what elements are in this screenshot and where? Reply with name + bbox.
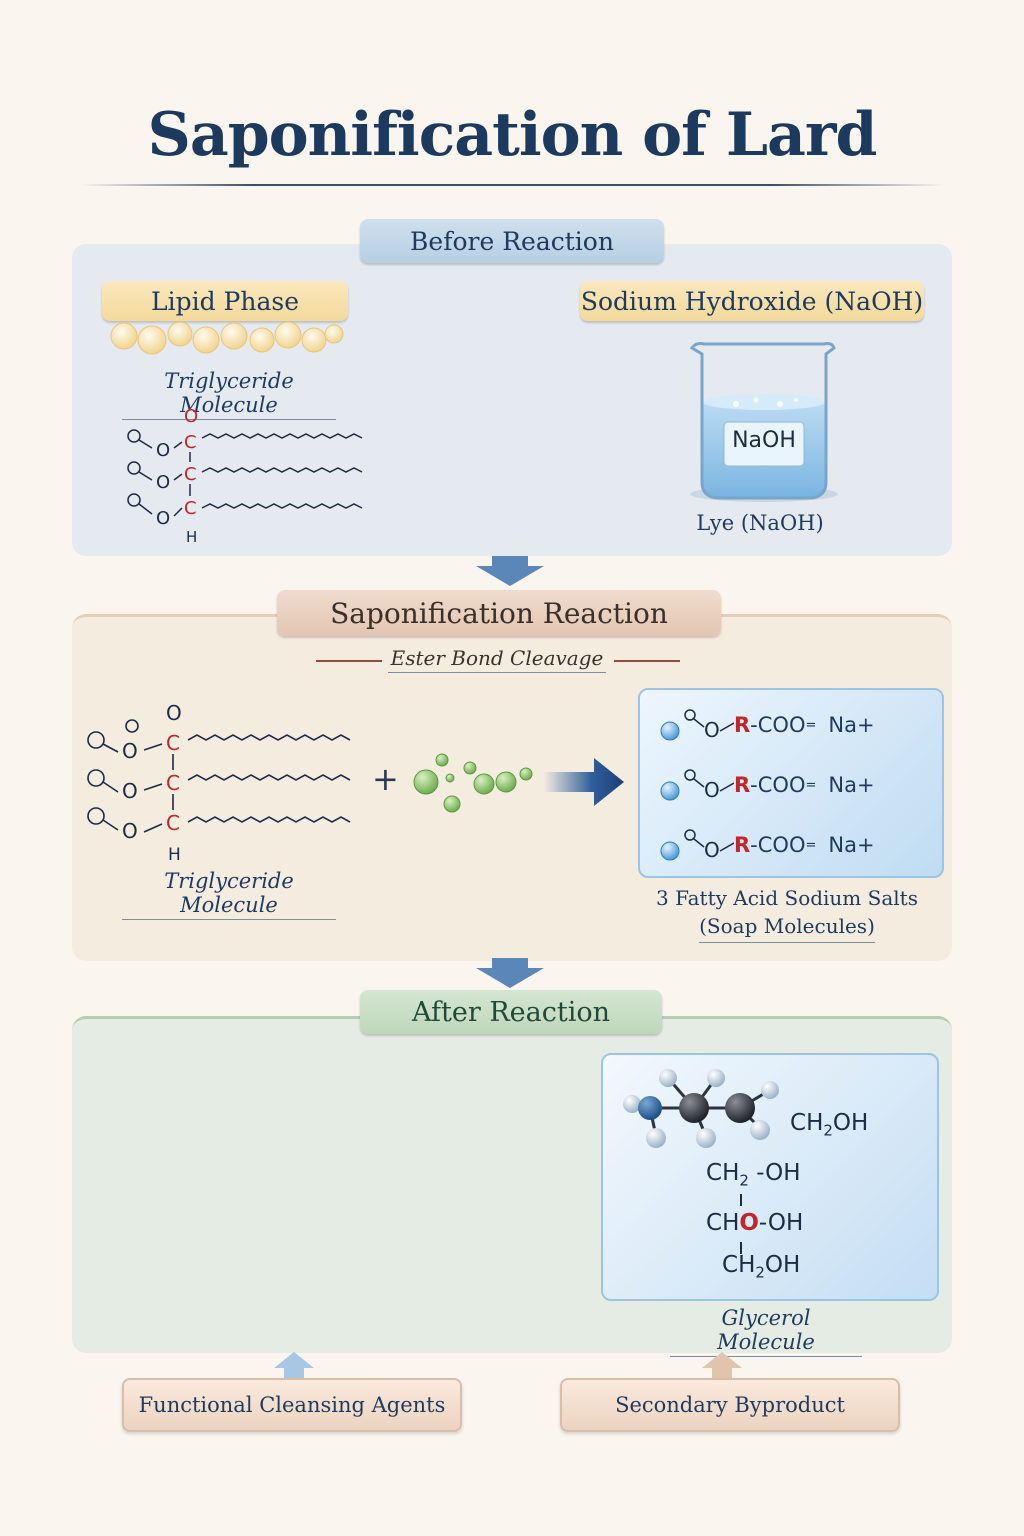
- triglyceride-label-before: Triglyceride Molecule: [122, 369, 336, 420]
- svg-text:H: H: [186, 528, 197, 546]
- triglyceride-structure-reaction: O C C C H O O O: [87, 701, 351, 865]
- carboxylate-head-icon: O: [660, 829, 734, 862]
- triglyceride-label-reaction: Triglyceride Molecule: [122, 869, 336, 920]
- sodium-ion-label: Na+: [828, 713, 875, 737]
- title-divider: [80, 184, 944, 186]
- soap-caption-line2: (Soap Molecules): [699, 912, 875, 943]
- glycerol-formula-line3: CHO-OH: [706, 1210, 804, 1236]
- svg-text:O: O: [704, 838, 720, 862]
- svg-text:O: O: [122, 819, 138, 843]
- hydroxide-bubbles-icon: [413, 753, 533, 813]
- svg-text:O: O: [156, 440, 170, 461]
- glycerol-ball-stick-icon: [623, 1069, 779, 1148]
- svg-text:C: C: [166, 811, 180, 835]
- glycerol-formula-line2: CH2 -OH: [706, 1160, 801, 1190]
- lye-label: Lye (NaOH): [696, 511, 824, 535]
- svg-text:O: O: [156, 508, 170, 529]
- svg-text:O: O: [122, 739, 138, 763]
- functional-cleansing-agents-label: Functional Cleansing Agents: [122, 1378, 462, 1432]
- charge-label: =: [805, 777, 817, 793]
- svg-text:C: C: [184, 432, 197, 453]
- naoh-label: Sodium Hydroxide (NaOH): [580, 281, 924, 321]
- triglyceride-structure-before: O C C C H O O O: [127, 406, 363, 546]
- svg-text:O: O: [184, 406, 198, 427]
- before-reaction-heading: Before Reaction: [360, 219, 664, 263]
- svg-text:O: O: [156, 472, 170, 493]
- beaker-icon: [689, 342, 838, 502]
- glycerol-formula-line1: CH2OH: [790, 1110, 869, 1140]
- svg-text:C: C: [184, 498, 197, 519]
- charge-label: =: [805, 837, 817, 853]
- page-title: Saponification of Lard: [147, 100, 878, 170]
- down-arrow-icon: [476, 556, 544, 586]
- after-reaction-heading: After Reaction: [360, 990, 662, 1034]
- up-arrow-icon: [274, 1352, 314, 1378]
- svg-text:O: O: [122, 779, 138, 803]
- up-arrow-icon: [702, 1352, 742, 1378]
- r-group-label: R: [734, 713, 751, 737]
- glycerol-box: [601, 1053, 939, 1301]
- svg-text:O: O: [704, 778, 720, 802]
- charge-label: =: [805, 717, 817, 733]
- carboxylate-label: -COO: [750, 713, 806, 737]
- svg-text:C: C: [184, 464, 197, 485]
- bond-line: [740, 1194, 742, 1206]
- lipid-phase-label: Lipid Phase: [102, 281, 348, 321]
- glycerol-label: Glycerol Molecule: [670, 1306, 862, 1357]
- soap-caption: 3 Fatty Acid Sodium Salts (Soap Molecule…: [638, 884, 936, 943]
- svg-text:H: H: [168, 845, 181, 865]
- subheading-rule-left: [316, 660, 382, 662]
- r-group-label: R: [734, 773, 751, 797]
- reaction-heading: Saponification Reaction: [277, 590, 721, 636]
- carboxylate-head-icon: O: [660, 709, 734, 742]
- subheading-rule-right: [614, 660, 680, 662]
- svg-text:C: C: [166, 771, 180, 795]
- plus-sign: +: [372, 760, 399, 798]
- beaker-label: NaOH: [732, 428, 796, 453]
- svg-text:O: O: [704, 718, 720, 742]
- carboxylate-head-icon: O: [660, 769, 734, 802]
- carboxylate-label: -COO: [750, 833, 806, 857]
- sodium-ion-label: Na+: [828, 833, 875, 857]
- svg-text:O: O: [166, 701, 182, 725]
- bond-line: [740, 1242, 742, 1254]
- carboxylate-label: -COO: [750, 773, 806, 797]
- secondary-byproduct-label: Secondary Byproduct: [560, 1378, 900, 1432]
- svg-text:C: C: [166, 731, 180, 755]
- r-group-label: R: [734, 833, 751, 857]
- glycerol-formula-line4: CH2OH: [722, 1252, 801, 1282]
- sodium-ion-label: Na+: [828, 773, 875, 797]
- soap-caption-line1: 3 Fatty Acid Sodium Salts: [656, 886, 918, 910]
- reaction-arrow-icon: [544, 758, 624, 806]
- down-arrow-icon: [476, 958, 544, 988]
- lipid-droplets-icon: [110, 321, 344, 355]
- ester-bond-subheading: Ester Bond Cleavage: [388, 646, 606, 673]
